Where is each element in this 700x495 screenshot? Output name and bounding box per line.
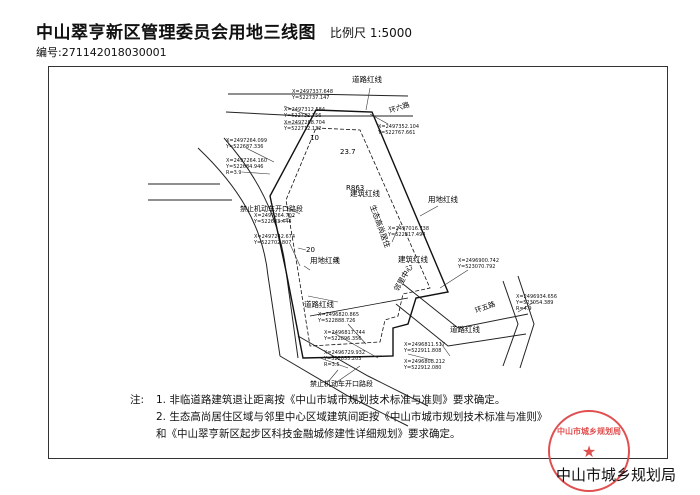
road-edge bbox=[297, 335, 429, 407]
seal-text: 中山市城乡规划局 bbox=[557, 427, 621, 436]
coord-x: X=2496820.865 bbox=[318, 312, 359, 318]
coord-y: Y=522767.661 bbox=[377, 130, 415, 136]
dimension-label: 23.7 bbox=[340, 148, 356, 156]
coord-y: Y=522684.946 bbox=[225, 164, 263, 170]
coord-y: Y=522888.726 bbox=[317, 318, 355, 324]
coord-x: X=2496934.656 bbox=[516, 294, 557, 300]
scale-label: 比例尺 1:5000 bbox=[330, 26, 413, 40]
road-edge bbox=[502, 280, 519, 367]
dimension-label: 10 bbox=[310, 134, 319, 142]
road-name-ring-five: 环五路 bbox=[474, 299, 497, 315]
coord-x: X=2496808.212 bbox=[404, 359, 445, 365]
page-title: 中山翠亨新区管理委员会用地三线图 bbox=[36, 23, 316, 43]
plot-code: R863 bbox=[346, 184, 364, 192]
official-seal: 中山市城乡规划局 ★ bbox=[548, 410, 630, 492]
road-edge bbox=[402, 283, 529, 329]
dimension-label: 20 bbox=[306, 246, 315, 254]
coord-y: Y=522912.080 bbox=[403, 365, 441, 371]
coord-y: Y=522732.756 bbox=[283, 113, 321, 119]
leader-lines bbox=[241, 87, 535, 385]
coord-y: Y=522911.808 bbox=[403, 348, 441, 354]
notes-block: 注: 1. 非临道路建筑退让距离按《中山市城市规划技术标准与准则》要求确定。 2… bbox=[130, 392, 547, 443]
coord-x: X=2496811.517 bbox=[404, 342, 445, 348]
plot-use-neighborhood-center: 邻里中心 bbox=[391, 262, 415, 293]
plot-divider bbox=[309, 297, 409, 317]
road-red-line-label: 道路红线 bbox=[304, 299, 334, 309]
land-red-line-label: 用地红线 bbox=[310, 255, 340, 265]
road-edge bbox=[279, 355, 409, 427]
coord-y: Y=522683.444 bbox=[253, 219, 291, 225]
road-red-line-label: 道路红线 bbox=[450, 324, 480, 334]
coord-y: Y=522896.356 bbox=[323, 336, 361, 342]
seal-star-icon: ★ bbox=[581, 442, 597, 461]
building-red-line-label: 建筑红线 bbox=[398, 254, 428, 264]
coord-x: X=2497288.704 bbox=[284, 120, 325, 126]
coord-x: X=2497016.738 bbox=[388, 226, 429, 232]
building-line bbox=[285, 127, 431, 347]
coord-y: Y=522737.147 bbox=[291, 95, 329, 101]
coord-x: X=2497264.099 bbox=[226, 138, 267, 144]
note-item: 和《中山翠亨新区起步区科技金融城修建性详细规划》要求确定。 bbox=[156, 428, 461, 440]
road-edge bbox=[225, 111, 413, 117]
coord-x: X=2497264.160 bbox=[226, 158, 267, 164]
coord-x: X=2497352.104 bbox=[378, 124, 419, 130]
coord-r: R=3.5 bbox=[324, 362, 340, 368]
road-edge bbox=[517, 275, 535, 369]
road-red-line-label: 道路红线 bbox=[352, 74, 382, 84]
coord-x: X=2496900.742 bbox=[458, 258, 499, 264]
coord-r: R=4.9 bbox=[516, 306, 532, 312]
coord-x: X=2497337.648 bbox=[292, 89, 333, 95]
no-vehicle-opening-label: 禁止机动车开口路段 bbox=[240, 204, 303, 213]
road-edge bbox=[228, 93, 409, 97]
coord-x: X=2496729.932 bbox=[324, 350, 365, 356]
coord-x: X=2497264.702 bbox=[254, 213, 295, 219]
map-frame bbox=[48, 66, 668, 459]
land-red-line-label: 用地红线 bbox=[428, 194, 458, 204]
coord-x: X=2496817.744 bbox=[324, 330, 365, 336]
coord-y: Y=522687.336 bbox=[225, 144, 263, 150]
building-red-line-label: 建筑红线 bbox=[350, 188, 380, 198]
coord-y: Y=522702.807 bbox=[253, 240, 291, 246]
no-vehicle-opening-label: 禁止机动车开口路段 bbox=[310, 379, 373, 388]
coord-y: Y=522817.494 bbox=[387, 232, 425, 238]
land-boundary bbox=[269, 109, 449, 359]
note-item: 1. 非临道路建筑退让距离按《中山市城市规划技术标准与准则》要求确定。 bbox=[156, 394, 506, 406]
note-item: 2. 生态高尚居住区域与邻里中心区域建筑间距按《中山市城市规划技术标准与准则》 bbox=[156, 411, 548, 423]
coordinate-annotations: X=2497337.648 Y=522737.147 X=2497312.584… bbox=[225, 89, 557, 371]
coord-y: Y=522712.132 bbox=[283, 126, 321, 132]
coord-y: Y=523054.389 bbox=[515, 300, 553, 306]
issuing-bureau: 中山市城乡规划局 bbox=[555, 466, 676, 484]
serial-number: 编号:271142018030001 bbox=[36, 46, 167, 59]
coord-x: X=2497242.674 bbox=[254, 234, 295, 240]
notes-lead: 注: bbox=[130, 394, 145, 406]
dimension-label: 3 bbox=[334, 256, 338, 264]
coord-r: R=3.9 bbox=[226, 170, 242, 176]
coord-y: Y=523070.792 bbox=[457, 264, 495, 270]
site-map: 道路红线 道路红线 道路红线 环六路 环五路 建筑红线 建筑红线 用地红线 用地… bbox=[148, 74, 557, 427]
coord-x: X=2497312.584 bbox=[284, 107, 325, 113]
road-edge bbox=[197, 147, 281, 357]
road-edge bbox=[395, 303, 527, 347]
road-name-ring-six: 环六路 bbox=[388, 100, 411, 115]
coord-y: Y=522855.203 bbox=[323, 356, 361, 362]
note-row: 注: 1. 非临道路建筑退让距离按《中山市城市规划技术标准与准则》要求确定。 bbox=[130, 392, 547, 409]
